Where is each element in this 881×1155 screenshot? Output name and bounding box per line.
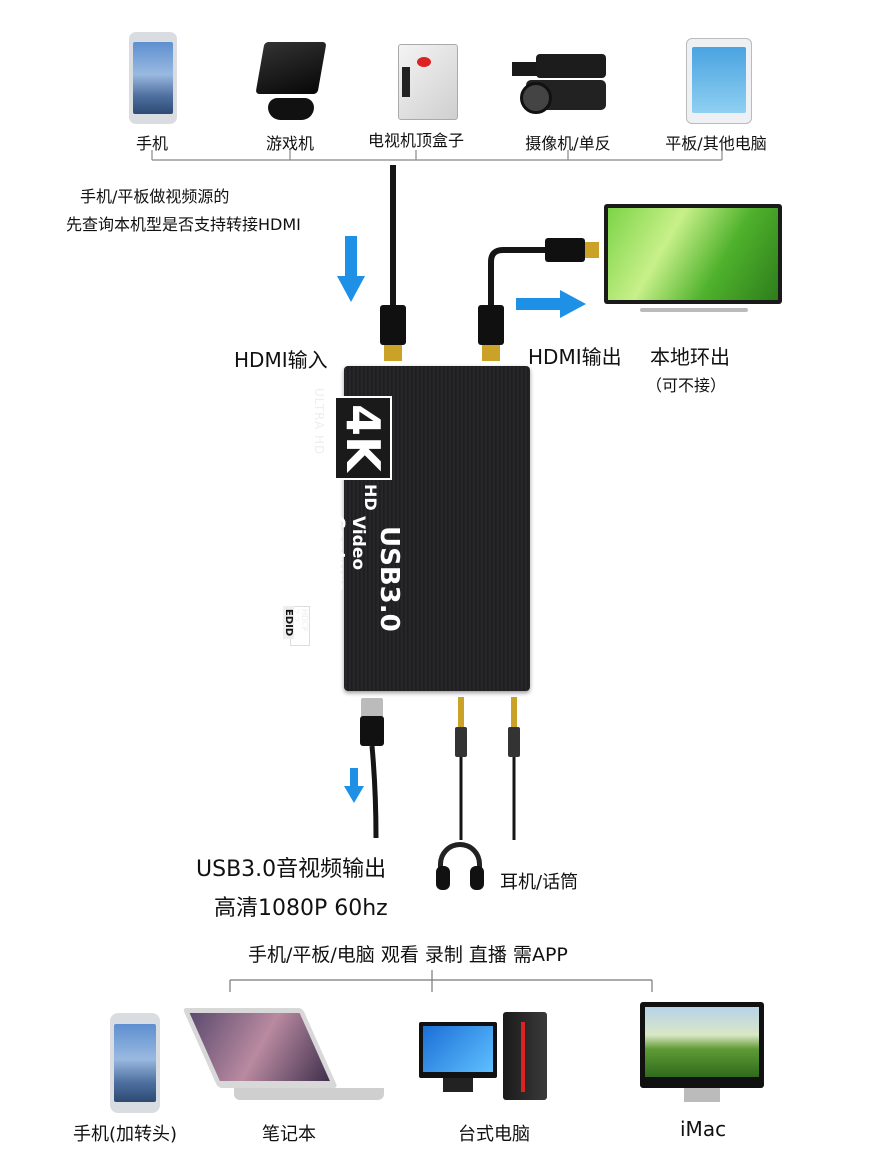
viewers-header: 手机/平板/电脑 观看 录制 直播 需APP [248, 940, 568, 967]
viewer-label-imac: iMac [680, 1117, 726, 1141]
laptop-icon [212, 1008, 388, 1104]
source-label-camera: 摄像机/单反 [525, 130, 610, 154]
camera-icon [512, 52, 610, 114]
note-line-2: 先查询本机型是否支持转接HDMI [66, 211, 301, 235]
arrow-right-output [516, 290, 586, 318]
source-label-phone: 手机 [136, 130, 168, 154]
viewer-label-desktop: 台式电脑 [458, 1120, 530, 1146]
arrow-down-input [337, 236, 365, 302]
ultra-hd-text: ULTRA HD [312, 388, 326, 455]
viewer-label-phone: 手机(加转头) [73, 1120, 177, 1146]
usb-output-spec: 高清1080P 60hz [214, 890, 388, 922]
phone-icon [129, 32, 177, 124]
badge-4k: 4K [334, 396, 392, 480]
tablet-icon [686, 38, 752, 124]
game-console-icon [246, 40, 336, 125]
monitor-icon [604, 204, 782, 324]
audio-cable-2 [508, 697, 520, 840]
source-bracket [152, 150, 722, 160]
imac-icon [640, 1002, 764, 1106]
loop-out-subtitle: （可不接） [646, 372, 726, 396]
video-capture-text: Video Capture [328, 516, 368, 646]
usb-text: USB3.0 [374, 526, 404, 632]
desktop-pc-icon [415, 1010, 550, 1105]
audio-label: 耳机/话筒 [500, 868, 578, 894]
usb-cable [360, 698, 384, 838]
usb-output-label: USB3.0音视频输出 [196, 851, 386, 883]
headphone-icon [436, 842, 488, 894]
loop-out-title: 本地环出 [650, 341, 730, 370]
viewer-bracket [230, 970, 652, 992]
tv-box-icon [398, 44, 458, 120]
edid-text: EDID [283, 606, 294, 639]
viewer-label-laptop: 笔记本 [262, 1120, 316, 1146]
source-label-tablet: 平板/其他电脑 [665, 130, 766, 154]
phone-viewer-icon [110, 1013, 160, 1113]
source-label-console: 游戏机 [266, 130, 314, 154]
hdmi-output-label: HDMI输出 [528, 341, 622, 370]
hd-text: HD [361, 484, 380, 511]
source-label-tvbox: 电视机顶盒子 [368, 127, 464, 151]
capture-device: 4K ULTRA HD HD USB3.0 Video Capture HDCP… [344, 366, 530, 691]
arrow-down-usb [344, 768, 364, 803]
note-line-1: 手机/平板做视频源的 [80, 183, 229, 207]
audio-cable-1 [455, 697, 467, 840]
